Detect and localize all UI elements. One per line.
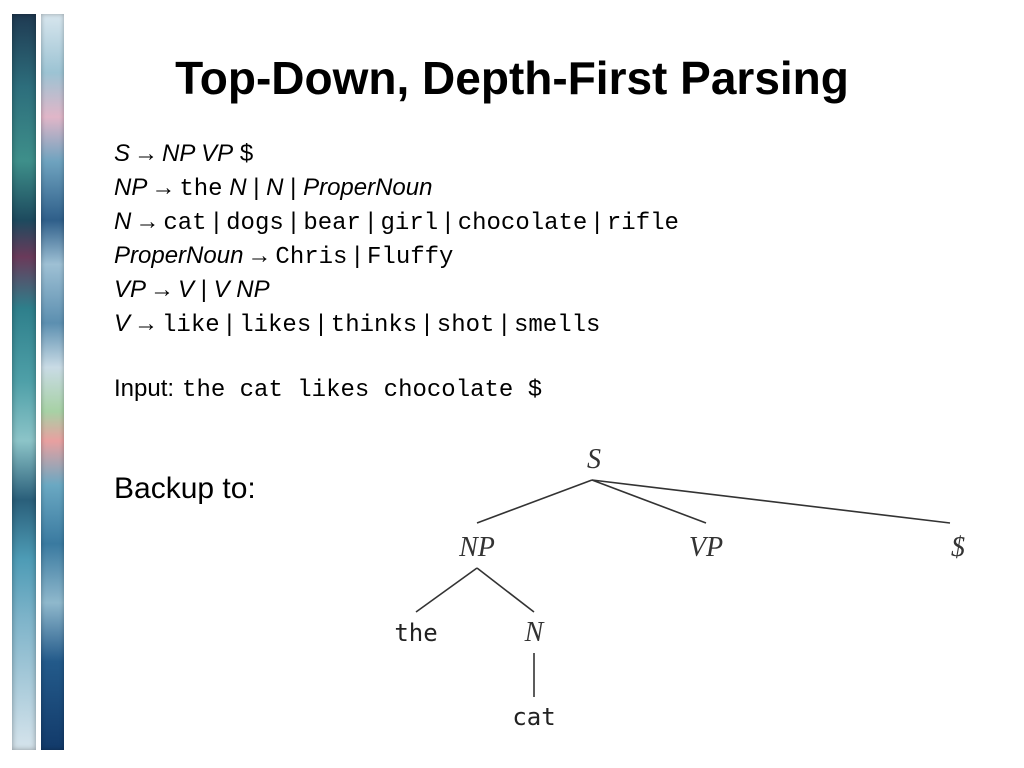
terminal-word: bear xyxy=(303,210,361,237)
rule-symbol: | xyxy=(494,310,514,337)
tree-leaf: cat xyxy=(512,703,555,731)
grammar-rule: VP→V | V NP xyxy=(114,273,679,307)
rule-symbol: | xyxy=(206,208,227,235)
tree-edge xyxy=(591,479,951,524)
terminal-word: rifle xyxy=(606,210,679,237)
rule-symbol: NP VP xyxy=(162,140,234,167)
tree-edge xyxy=(476,479,593,524)
terminal-word: smells xyxy=(513,312,601,339)
arrow-symbol: → xyxy=(247,242,272,269)
grammar-rule: NP→the N | N | ProperNoun xyxy=(114,171,679,205)
terminal-word: cat xyxy=(163,210,207,237)
terminal-word: shot xyxy=(436,312,495,339)
rule-symbol: | xyxy=(587,208,607,235)
rule-symbol: N xyxy=(222,174,247,201)
terminal-word: chocolate xyxy=(457,210,588,237)
rule-symbol: | xyxy=(219,310,240,337)
tree-node: NP xyxy=(458,532,495,563)
arrow-symbol: → xyxy=(150,276,175,303)
rule-symbol: | xyxy=(246,174,267,201)
tree-node: N xyxy=(524,617,545,648)
terminal-word: the xyxy=(179,176,223,203)
slide-title-text: Top-Down, Depth-First Parsing xyxy=(175,52,849,104)
terminal-word: Fluffy xyxy=(367,244,454,271)
arrow-symbol: → xyxy=(135,208,160,235)
tree-leaf: the xyxy=(394,619,437,647)
tree-node: $ xyxy=(951,532,965,563)
rule-symbol: N xyxy=(266,174,284,201)
arrow-symbol: → xyxy=(134,310,159,337)
tree-node: S xyxy=(587,444,601,475)
terminal-word: likes xyxy=(239,312,312,339)
rule-lhs: NP xyxy=(114,174,148,201)
terminal-word: like xyxy=(162,312,220,339)
slide-title: Top-Down, Depth-First Parsing xyxy=(0,50,1024,106)
arrow-symbol: → xyxy=(134,140,159,167)
terminal-word: Chris xyxy=(275,244,348,271)
rule-symbol: $ xyxy=(233,140,254,167)
tree-edge xyxy=(476,567,535,613)
grammar-rule: N→cat | dogs | bear | girl | chocolate |… xyxy=(114,205,679,239)
decorative-strip-right xyxy=(41,14,64,750)
tree-node: VP xyxy=(689,532,723,563)
rule-symbol: | xyxy=(360,208,381,235)
rule-lhs: VP xyxy=(114,276,147,303)
rule-symbol: V xyxy=(178,276,195,303)
grammar-rule: V→like | likes | thinks | shot | smells xyxy=(114,307,679,341)
rule-symbol: | xyxy=(283,174,304,201)
rule-symbol: | xyxy=(311,310,331,337)
rule-lhs: ProperNoun xyxy=(114,242,244,269)
rule-symbol: V NP xyxy=(213,276,270,303)
rule-lhs: S xyxy=(114,140,131,167)
backup-label: Backup to: xyxy=(114,472,256,505)
rule-symbol: | xyxy=(194,276,214,303)
terminal-word: girl xyxy=(380,210,439,237)
terminal-word: dogs xyxy=(226,210,284,237)
grammar-rule: ProperNoun→Chris | Fluffy xyxy=(114,239,679,273)
rule-symbol: | xyxy=(417,310,437,337)
rule-lhs: N xyxy=(114,208,132,235)
input-line: Input: the cat likes chocolate $ xyxy=(114,372,542,408)
tree-edge xyxy=(591,479,707,524)
tree-edge xyxy=(415,567,478,613)
arrow-symbol: → xyxy=(151,174,176,201)
decorative-strip-left xyxy=(12,14,36,750)
grammar-rule: S→NP VP $ xyxy=(114,137,679,171)
rule-symbol: | xyxy=(438,208,458,235)
rule-symbol: | xyxy=(283,208,304,235)
rule-symbol: | xyxy=(347,242,368,269)
rule-symbol: ProperNoun xyxy=(303,174,433,201)
rule-lhs: V xyxy=(114,310,131,337)
terminal-word: thinks xyxy=(330,312,418,339)
input-sentence: the cat likes chocolate $ xyxy=(182,377,543,404)
input-label: Input: xyxy=(114,375,175,402)
